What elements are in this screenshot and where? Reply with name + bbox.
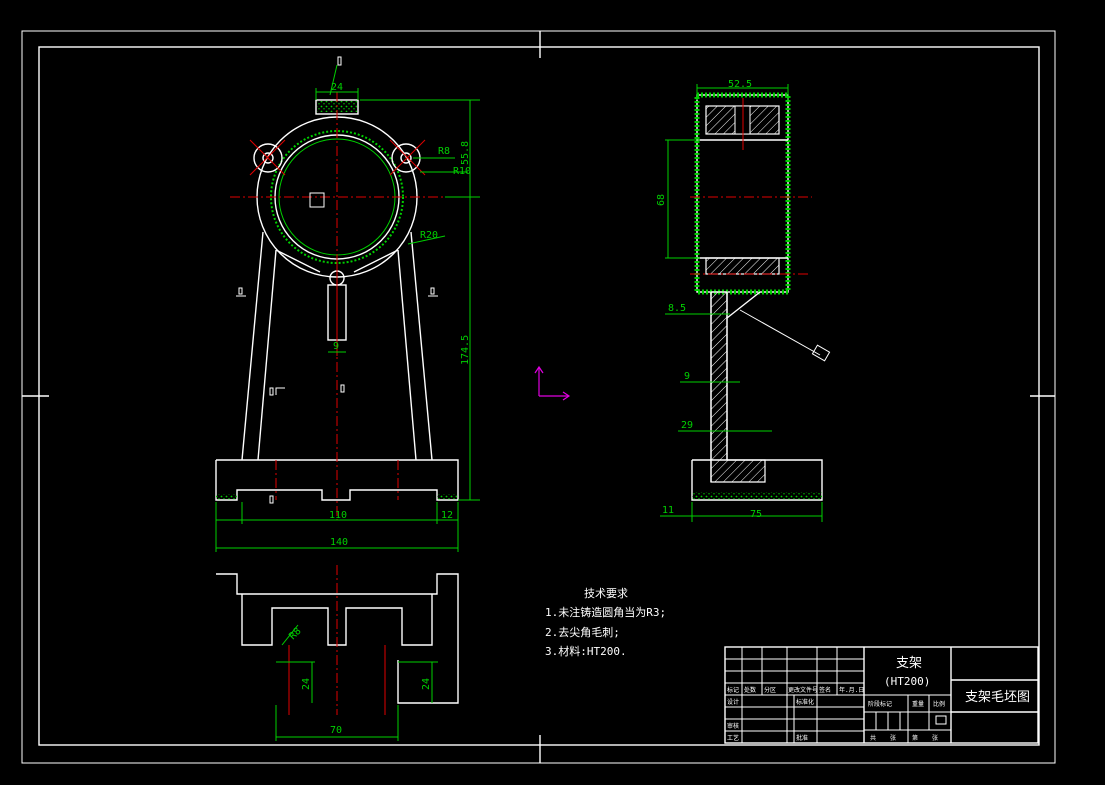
dim-slot-depth-right: 24 [421, 678, 432, 690]
dim-bore-height: 68 [656, 194, 667, 206]
dim-r20: R20 [420, 230, 438, 241]
dim-base-thk: 11 [662, 505, 674, 516]
dim-base-inner: 110 [329, 510, 347, 521]
tb-left-col: 设计 [727, 698, 739, 706]
dim-top-radius: R8 [287, 626, 303, 642]
drawing-title: 支架毛坯图 [965, 690, 1030, 705]
top-view-dim-labels: R8 24 24 70 [287, 626, 432, 736]
tb-row-label: 分区 [764, 686, 776, 694]
part-name: 支架 [896, 656, 922, 671]
dim-r10: R10 [453, 166, 471, 177]
title-block: 标记 处数 分区 更改文件号 签名 年.月.日 设计 审核 工艺 标准化 批准 … [724, 646, 1039, 744]
front-view-dim-labels: 24 R8 R10 R20 55.8 174.5 9 110 140 12 [329, 82, 471, 548]
sheet-border [21, 30, 1056, 764]
tb-bottom-label: 张 [890, 734, 896, 742]
tech-requirement-item: 1.未注铸造圆角当为R3; [545, 605, 666, 619]
tech-requirement-item: 3.材料:HT200. [545, 644, 627, 658]
front-view [215, 56, 480, 552]
dim-base-total: 140 [330, 537, 348, 548]
ucs-axis-icon [534, 365, 571, 401]
dim-base-height: 12 [441, 510, 453, 521]
tech-requirements-heading: 技术要求 [584, 587, 628, 600]
tb-mid-col: 批准 [796, 734, 808, 742]
dim-web-offset: 8.5 [668, 303, 686, 314]
tb-row-label: 更改文件号 [788, 686, 818, 694]
dim-side-top-width: 52.5 [728, 79, 752, 90]
dim-height-total: 174.5 [460, 335, 471, 365]
side-view [660, 84, 831, 522]
dim-slot-span: 70 [330, 725, 342, 736]
tb-bottom-label: 共 [870, 734, 876, 742]
tb-left-col: 审核 [727, 722, 739, 730]
side-view-dim-labels: 52.5 68 8.5 9 29 11 75 [656, 79, 762, 520]
tb-mid-col: 标准化 [796, 698, 814, 706]
dim-rib-width: 9 [333, 341, 339, 352]
tech-requirement-item: 2.去尖角毛刺; [545, 626, 620, 639]
tb-stage-label: 阶段标记 [868, 700, 892, 708]
tech-requirements: 技术要求 1.未注铸造圆角当为R3; 2.去尖角毛刺; 3.材料:HT200. [545, 587, 666, 658]
dim-rib-pos: 29 [681, 420, 693, 431]
tb-stage-label: 比例 [933, 700, 945, 708]
tb-bottom-label: 张 [932, 734, 938, 742]
tb-row-label: 标记 [727, 686, 739, 694]
tb-row-label: 签名 [819, 686, 831, 694]
material-code: (HT200) [884, 675, 930, 688]
tb-row-label: 年.月.日 [839, 686, 864, 694]
tb-left-col: 工艺 [727, 734, 739, 742]
tb-stage-label: 重量 [912, 700, 924, 708]
dim-slot-depth-left: 24 [301, 678, 312, 690]
dim-base-len: 75 [750, 509, 762, 520]
dim-r8: R8 [438, 146, 450, 157]
dim-rib-thk: 9 [684, 371, 690, 382]
dim-top-width: 24 [331, 82, 343, 93]
tb-bottom-label: 第 [912, 734, 918, 742]
dim-height-upper: 55.8 [460, 141, 471, 165]
tb-row-label: 处数 [744, 686, 756, 694]
top-view [216, 565, 459, 741]
